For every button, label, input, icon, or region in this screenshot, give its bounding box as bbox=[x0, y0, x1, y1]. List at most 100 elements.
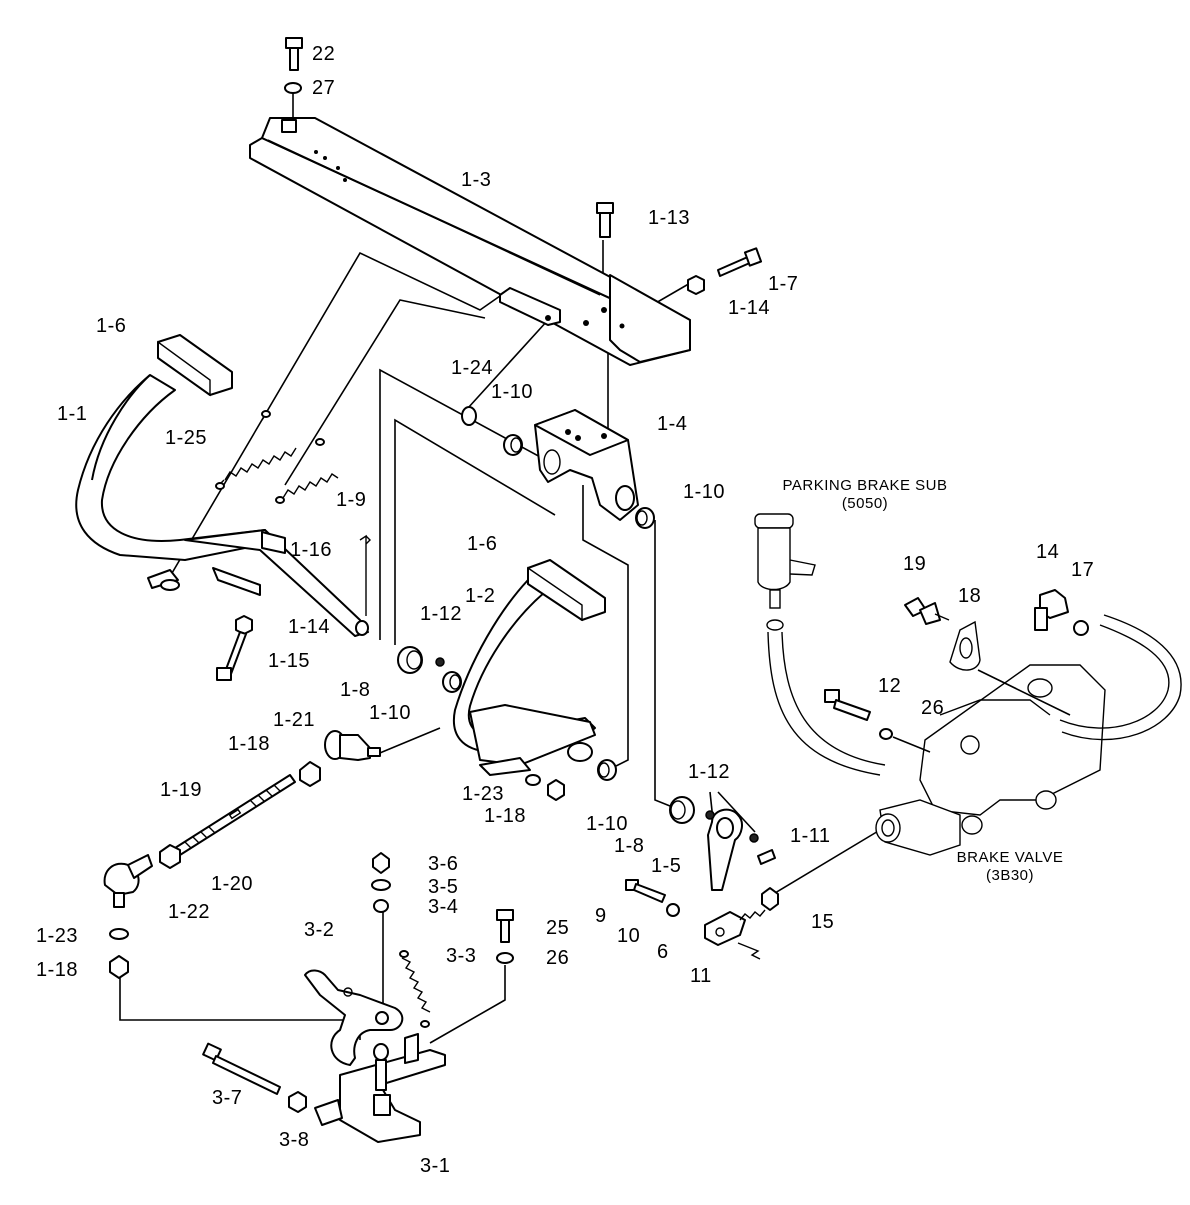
callout-1-7: 1-7 bbox=[768, 273, 799, 295]
brake-valve-body bbox=[875, 664, 1106, 856]
callout-1-20: 1-20 bbox=[211, 873, 254, 895]
nut-1-18-c bbox=[109, 955, 129, 979]
callout-3-2: 3-2 bbox=[304, 919, 335, 941]
bushing-1-10-c bbox=[442, 671, 462, 693]
brake-valve-note: BRAKE VALVE (3B30) bbox=[940, 850, 1080, 883]
parking-brake-sub-note: PARKING BRAKE SUB (5050) bbox=[775, 478, 955, 511]
callout-3-4: 3-4 bbox=[428, 896, 459, 918]
callout-1-5: 1-5 bbox=[651, 855, 682, 877]
callout-1-6-left: 1-6 bbox=[96, 315, 127, 337]
bracket-3-1 bbox=[314, 1033, 446, 1143]
nut-1-14-lower bbox=[235, 615, 253, 635]
clip-18 bbox=[949, 620, 981, 671]
callout-3-7: 3-7 bbox=[212, 1087, 243, 1109]
parking-brake-code: (5050) bbox=[841, 495, 889, 512]
callout-3-8: 3-8 bbox=[279, 1129, 310, 1151]
callout-17: 17 bbox=[1071, 559, 1095, 581]
callout-1-18-b: 1-18 bbox=[228, 733, 271, 755]
bushing-1-10-a bbox=[503, 434, 523, 456]
callout-1-23-a: 1-23 bbox=[462, 783, 505, 805]
nut-1-20 bbox=[159, 844, 181, 869]
spring-1-9 bbox=[275, 438, 339, 504]
bolt-1-15 bbox=[216, 631, 247, 681]
callout-22: 22 bbox=[312, 43, 336, 65]
callout-19: 19 bbox=[903, 553, 927, 575]
pedal-pad-1-6-right bbox=[527, 559, 606, 622]
callout-27: 27 bbox=[312, 77, 336, 99]
washer-26-b bbox=[879, 728, 893, 740]
parking-brake-hose bbox=[767, 631, 886, 776]
callout-1-25: 1-25 bbox=[165, 427, 208, 449]
callout-1-4: 1-4 bbox=[657, 413, 688, 435]
pedal-pad-1-6-left bbox=[157, 334, 233, 397]
callout-1-14-lower: 1-14 bbox=[288, 616, 331, 638]
nut-1-18-a bbox=[547, 779, 565, 801]
grease-nipple-1-12-a bbox=[435, 657, 445, 667]
callout-6: 6 bbox=[657, 941, 669, 963]
callout-1-12-b: 1-12 bbox=[688, 761, 731, 783]
pedal-bracket-1-4 bbox=[534, 409, 639, 521]
callout-1-8-b: 1-8 bbox=[614, 835, 645, 857]
ring-1-24 bbox=[461, 406, 477, 426]
rod-1-19 bbox=[174, 774, 296, 856]
callout-1-14-top: 1-14 bbox=[728, 297, 771, 319]
bolt-25 bbox=[496, 909, 514, 943]
spring-3-3 bbox=[399, 950, 431, 1028]
washer-1-23-a bbox=[525, 774, 541, 786]
nut-15 bbox=[761, 887, 779, 911]
washer-10 bbox=[666, 903, 680, 917]
callout-1-9: 1-9 bbox=[336, 489, 367, 511]
elbow-14 bbox=[1034, 589, 1069, 631]
bolt-22 bbox=[285, 37, 303, 71]
callout-1-22: 1-22 bbox=[168, 901, 211, 923]
callout-1-15: 1-15 bbox=[268, 650, 311, 672]
bolt-1-7 bbox=[717, 247, 763, 277]
callout-10: 10 bbox=[617, 925, 641, 947]
callout-1-18-c: 1-18 bbox=[36, 959, 79, 981]
washer-3-5 bbox=[371, 879, 391, 891]
brake-valve-title: BRAKE VALVE bbox=[956, 849, 1064, 866]
pin-9 bbox=[625, 879, 666, 903]
callout-3-6: 3-6 bbox=[428, 853, 459, 875]
pin-1-16 bbox=[359, 534, 371, 616]
brake-pipe bbox=[1059, 614, 1182, 741]
callout-12: 12 bbox=[878, 675, 902, 697]
callout-1-8-a: 1-8 bbox=[340, 679, 371, 701]
fitting-19 bbox=[904, 597, 950, 625]
spring-1-25 bbox=[215, 410, 297, 490]
pedal-frame-1-3 bbox=[249, 117, 691, 366]
nut-3-8 bbox=[288, 1091, 307, 1113]
callout-1-6-right: 1-6 bbox=[467, 533, 498, 555]
callout-1-16: 1-16 bbox=[290, 539, 333, 561]
clip-17 bbox=[1073, 620, 1089, 636]
callout-26-a: 26 bbox=[546, 947, 570, 969]
bolt-12 bbox=[824, 689, 871, 721]
callout-1-19: 1-19 bbox=[160, 779, 203, 801]
brake-pedal-1-1 bbox=[75, 374, 369, 637]
bolt-1-13 bbox=[596, 202, 614, 238]
bushing-1-8-b bbox=[669, 796, 695, 824]
callout-3-3: 3-3 bbox=[446, 945, 477, 967]
callout-1-10-d: 1-10 bbox=[586, 813, 629, 835]
brake-valve-code: (3B30) bbox=[985, 867, 1035, 884]
pin-1-11 bbox=[757, 849, 776, 865]
washer-26-a bbox=[496, 952, 514, 964]
callout-1-10-b: 1-10 bbox=[683, 481, 726, 503]
ball-joint-1-22 bbox=[103, 854, 153, 908]
bushing-1-10-b bbox=[635, 507, 655, 529]
callout-1-21: 1-21 bbox=[273, 709, 316, 731]
lever-3-2 bbox=[304, 969, 404, 1066]
callout-1-24: 1-24 bbox=[451, 357, 494, 379]
split-pin-11 bbox=[737, 942, 761, 960]
nut-3-6 bbox=[372, 852, 390, 874]
callout-1-23-b: 1-23 bbox=[36, 925, 79, 947]
callout-9: 9 bbox=[595, 905, 607, 927]
arm-1-5 bbox=[705, 808, 759, 891]
callout-18: 18 bbox=[958, 585, 982, 607]
callout-1-3: 1-3 bbox=[461, 169, 492, 191]
callout-1-11: 1-11 bbox=[790, 825, 831, 847]
callout-1-1: 1-1 bbox=[57, 403, 88, 425]
nut-1-18-b bbox=[299, 761, 321, 787]
washer-1-23-b bbox=[109, 928, 129, 940]
